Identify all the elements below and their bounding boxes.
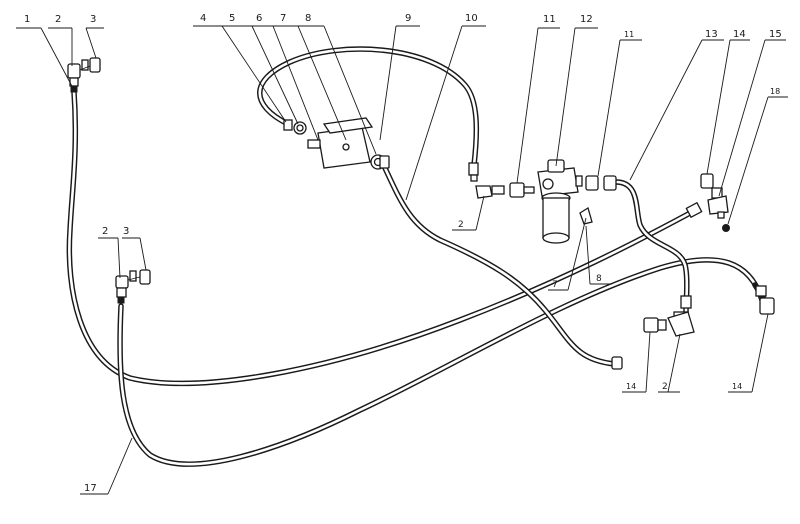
callout-3: 3: [90, 14, 96, 25]
callout-18: 18: [770, 87, 780, 96]
top-left-elbow-fitting: [67, 57, 101, 93]
callout-17: 17: [84, 483, 97, 494]
valve-assembly-12: [509, 159, 617, 244]
callout-8: 8: [305, 13, 311, 24]
callout-6: 6: [256, 13, 262, 24]
callout-14b: 14: [626, 382, 636, 391]
callout-11: 11: [543, 14, 556, 25]
callout-14: 14: [733, 29, 746, 40]
callout-5: 5: [229, 13, 235, 24]
callout-7: 7: [280, 13, 286, 24]
callout-9: 9: [405, 13, 411, 24]
hose-17: [117, 257, 765, 467]
elbow-fitting-2-center: [468, 162, 505, 199]
callout-2b: 2: [102, 226, 108, 237]
lower-mid-fittings: [643, 295, 695, 337]
callout-3b: 3: [123, 226, 129, 237]
callout-4: 4: [200, 13, 206, 24]
hose-top-arc: [257, 46, 480, 168]
callout-8b: 8: [596, 274, 602, 284]
mid-left-elbow-fitting: [115, 269, 151, 304]
right-fittings-14-15: [700, 173, 730, 232]
lower-right-fitting-14: [755, 285, 775, 315]
callout-15: 15: [769, 29, 782, 40]
callout-labels: 1 2 3 4 5 6 7 8 9 10 11 12 11 13 14 15 1…: [24, 13, 782, 494]
filter-housing: [283, 117, 386, 170]
callout-10: 10: [465, 13, 478, 24]
callout-2c: 2: [458, 220, 464, 230]
callout-2: 2: [55, 14, 61, 25]
callout-13: 13: [705, 29, 718, 40]
callout-2d: 2: [662, 382, 668, 392]
callout-12: 12: [580, 14, 593, 25]
hose-10-end-fitting: [611, 356, 623, 370]
callout-14c: 14: [732, 382, 742, 391]
callout-1: 1: [24, 14, 30, 25]
fitting-10-end: [379, 155, 390, 169]
hose-lines: [66, 46, 769, 467]
callout-7b: 7: [552, 280, 558, 290]
right-end-fitting: [685, 201, 703, 219]
callout-11b: 11: [624, 30, 634, 39]
leader-lines: [16, 25, 788, 495]
